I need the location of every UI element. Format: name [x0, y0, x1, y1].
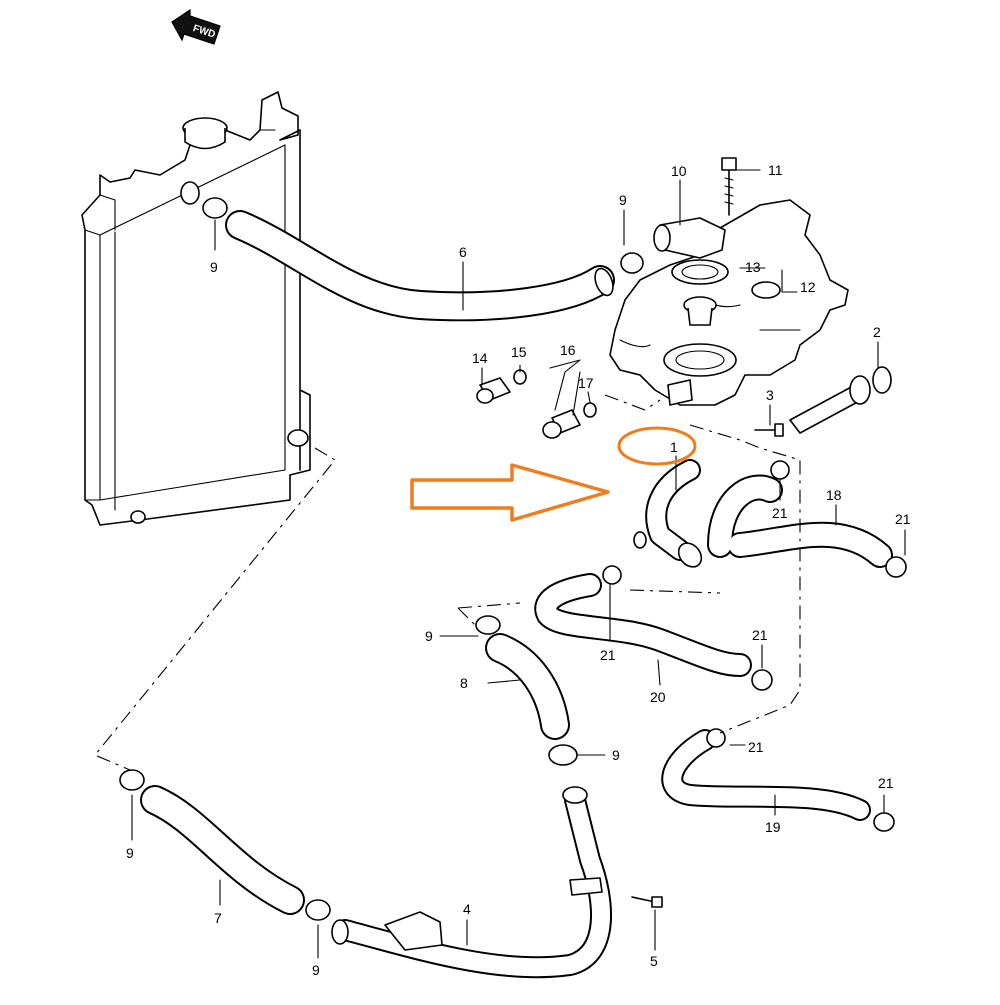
bypass-hose-1 — [633, 459, 703, 568]
callout-9: 9 — [210, 259, 218, 275]
water-inlet-pipe-4 — [331, 786, 613, 979]
callout-10: 10 — [671, 163, 687, 179]
leader-lines — [131, 169, 906, 959]
hose-8 — [485, 633, 570, 740]
callout-1: 1 — [670, 439, 678, 455]
callout-9: 9 — [425, 628, 433, 644]
callout-21: 21 — [748, 739, 764, 755]
heater-hose-20 — [534, 573, 752, 677]
temperature-sensor-16 — [542, 402, 597, 439]
callout-12: 12 — [800, 279, 816, 295]
callout-6: 6 — [459, 244, 467, 260]
temperature-sensor-14 — [476, 369, 527, 404]
heater-hose-18 — [707, 474, 893, 568]
bolt-5 — [631, 896, 663, 908]
callout-21: 21 — [600, 647, 616, 663]
callout-7: 7 — [214, 910, 222, 926]
lower-radiator-hose — [140, 785, 305, 915]
bolt-3 — [754, 423, 784, 437]
callout-9: 9 — [612, 747, 620, 763]
highlight-circle — [617, 426, 697, 466]
callout-17: 17 — [578, 375, 594, 391]
callout-9: 9 — [619, 192, 627, 208]
callout-9: 9 — [126, 845, 134, 861]
callout-8: 8 — [460, 675, 468, 691]
callout-21: 21 — [878, 775, 894, 791]
callout-14: 14 — [472, 350, 488, 366]
highlight-annotation — [410, 426, 697, 522]
callout-4: 4 — [463, 901, 471, 917]
callout-15: 15 — [511, 344, 527, 360]
callout-21: 21 — [752, 627, 768, 643]
fwd-arrow-icon: FWD — [171, 8, 221, 45]
water-pipe-2 — [789, 366, 892, 434]
highlight-arrow — [410, 463, 610, 522]
callout-9: 9 — [312, 962, 320, 978]
callout-13: 13 — [745, 259, 761, 275]
callout-2: 2 — [873, 324, 881, 340]
callout-18: 18 — [826, 487, 842, 503]
heater-hose-19 — [661, 729, 871, 821]
callout-3: 3 — [766, 387, 774, 403]
bolt-icon — [721, 157, 737, 216]
callout-21: 21 — [772, 505, 788, 521]
connection-lines — [94, 394, 801, 771]
callout-21: 21 — [895, 511, 911, 527]
callout-5: 5 — [650, 953, 658, 969]
upper-radiator-hose — [225, 210, 615, 322]
callout-11: 11 — [768, 162, 783, 178]
callout-20: 20 — [650, 689, 666, 705]
callout-19: 19 — [765, 819, 781, 835]
thermostat-housing — [609, 199, 849, 406]
callout-16: 16 — [560, 342, 576, 358]
hose-clamp-icon — [119, 197, 907, 921]
callout-labels: 9 6 10 11 9 13 12 2 14 15 16 17 3 1 18 2… — [126, 162, 911, 978]
radiator — [81, 91, 311, 526]
